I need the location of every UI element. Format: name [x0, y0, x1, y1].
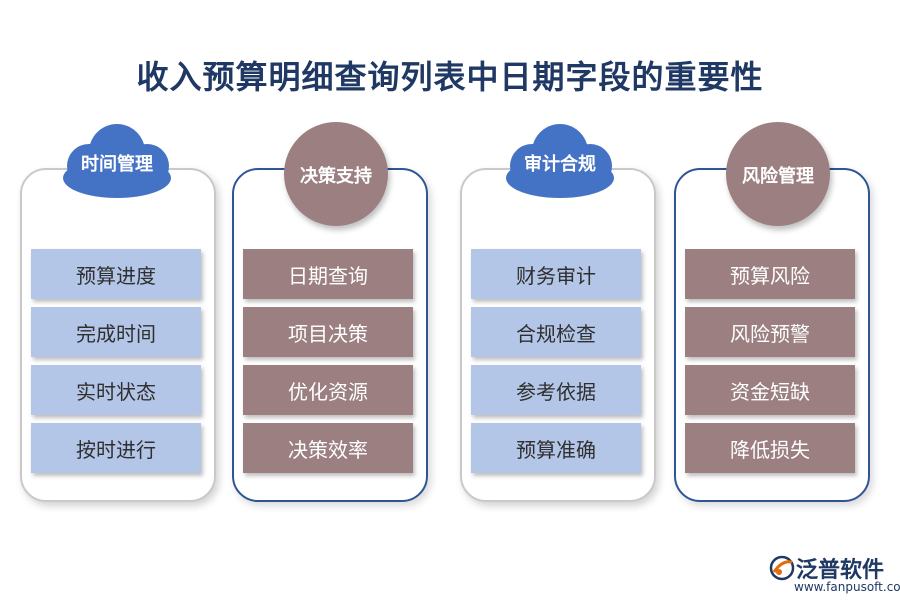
card-time-management: 预算进度 完成时间 实时状态 按时进行: [20, 168, 216, 502]
list-item: 实时状态: [31, 365, 201, 415]
cloud-header-time-management: 时间管理: [57, 122, 177, 202]
card-decision-support: 日期查询 项目决策 优化资源 决策效率: [232, 168, 428, 502]
list-item: 合规检查: [471, 307, 641, 357]
list-item: 完成时间: [31, 307, 201, 357]
list-item: 参考依据: [471, 365, 641, 415]
page-title: 收入预算明细查询列表中日期字段的重要性: [136, 58, 764, 96]
column-header: 风险管理: [742, 166, 814, 187]
list-item: 决策效率: [243, 423, 413, 473]
column-header: 时间管理: [81, 154, 153, 175]
column-header: 决策支持: [300, 166, 372, 187]
list-item: 日期查询: [243, 249, 413, 299]
list-item: 按时进行: [31, 423, 201, 473]
brand-logo: 泛普软件 www.fanpusoft.com: [768, 550, 900, 598]
list-item: 风险预警: [685, 307, 855, 357]
list-item: 预算准确: [471, 423, 641, 473]
cloud-icon: [63, 124, 171, 198]
logo-icon: [769, 555, 795, 581]
list-item: 优化资源: [243, 365, 413, 415]
cloud-header-audit-compliance: 审计合规: [500, 122, 620, 202]
list-item: 预算风险: [685, 249, 855, 299]
list-item: 财务审计: [471, 249, 641, 299]
cloud-icon: [506, 124, 614, 198]
card-audit-compliance: 财务审计 合规检查 参考依据 预算准确: [460, 168, 656, 502]
list-item: 项目决策: [243, 307, 413, 357]
logo-url: www.fanpusoft.com: [794, 580, 900, 594]
list-item: 预算进度: [31, 249, 201, 299]
list-item: 资金短缺: [685, 365, 855, 415]
list-item: 降低损失: [685, 423, 855, 473]
logo-name: 泛普软件: [796, 558, 885, 583]
column-header: 审计合规: [524, 154, 596, 175]
circle-header-risk-management: 风险管理: [726, 122, 830, 226]
circle-header-decision-support: 决策支持: [284, 122, 388, 226]
